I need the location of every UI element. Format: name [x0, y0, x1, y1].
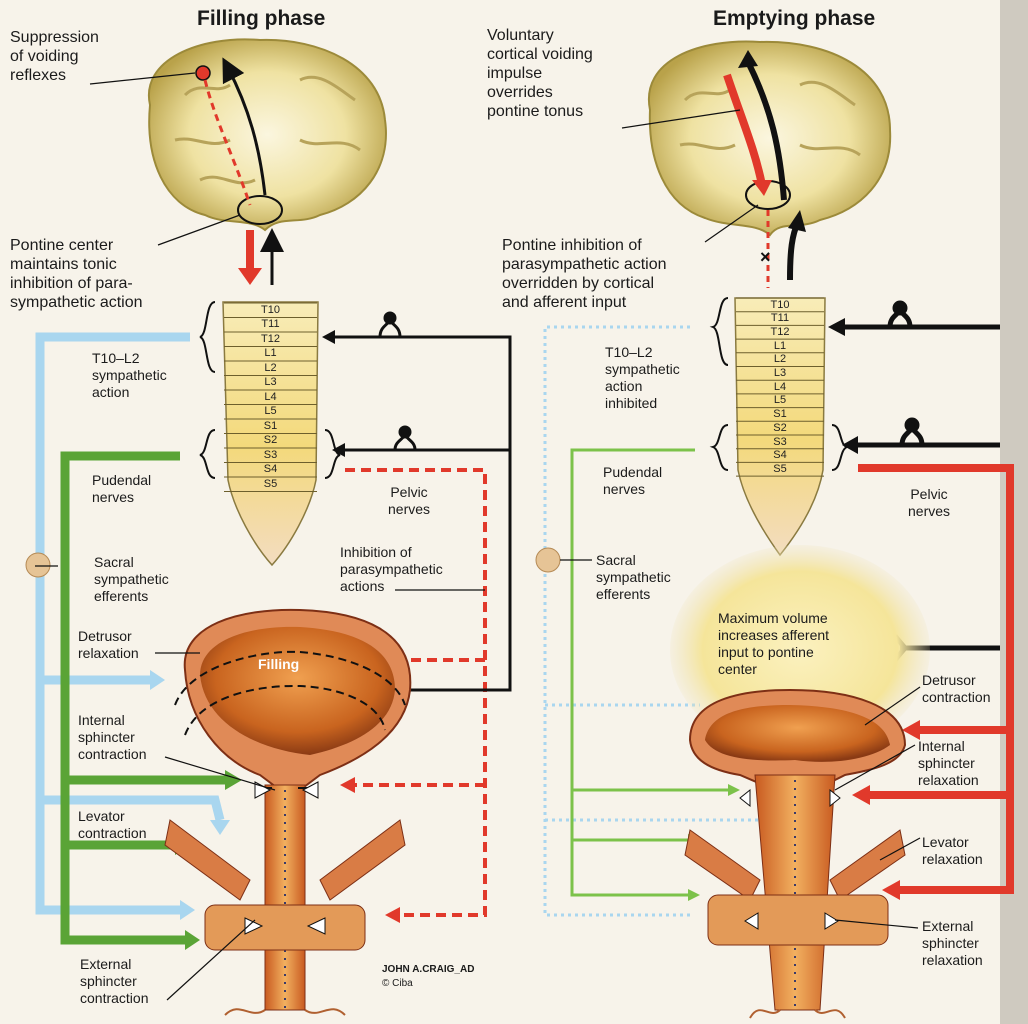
emptying-segment-l5: L5: [736, 394, 824, 407]
emptying-brain: [649, 42, 890, 235]
filling-internal-label: Internal sphincter contraction: [78, 712, 146, 763]
emptying-segment-s4: S4: [736, 449, 824, 462]
emptying-segment-s2: S2: [736, 422, 824, 435]
emptying-segment-l2: L2: [736, 353, 824, 366]
emptying-segment-t12: T12: [736, 326, 824, 339]
emptying-segment-l3: L3: [736, 367, 824, 380]
filling-segment-t12: T12: [224, 333, 317, 346]
emptying-segment-t10: T10: [736, 299, 824, 312]
filling-pontine-label: Pontine center maintains tonic inhibitio…: [10, 236, 143, 312]
inhibition-label: Inhibition of parasympathetic actions: [340, 544, 443, 595]
max-volume-label: Maximum volume increases afferent input …: [718, 610, 829, 678]
emptying-segment-s1: S1: [736, 408, 824, 421]
filling-segment-l5: L5: [224, 405, 317, 418]
filling-levator-label: Levator contraction: [78, 808, 146, 842]
filling-segment-l4: L4: [224, 391, 317, 404]
emptying-pelvic-label: Pelvic nerves: [908, 486, 950, 520]
emptying-segment-l1: L1: [736, 340, 824, 353]
filling-title: Filling phase: [197, 7, 325, 31]
emptying-levator-label: Levator relaxation: [922, 834, 983, 868]
filling-segment-l2: L2: [224, 362, 317, 375]
emptying-segment-t11: T11: [736, 312, 824, 325]
filling-segment-s2: S2: [224, 434, 317, 447]
filling-segment-l1: L1: [224, 347, 317, 360]
filling-sacral-label: Sacral sympathetic efferents: [94, 554, 169, 605]
emptying-title: Emptying phase: [713, 7, 875, 31]
filling-segment-t10: T10: [224, 304, 317, 317]
emptying-pontine-label: Pontine inhibition of parasympathetic ac…: [502, 236, 667, 312]
filling-segment-s5: S5: [224, 478, 317, 491]
filling-detrusor-label: Detrusor relaxation: [78, 628, 139, 662]
emptying-detrusor-label: Detrusor contraction: [922, 672, 990, 706]
filling-external-label: External sphincter contraction: [80, 956, 148, 1007]
filling-brain: [149, 39, 386, 230]
emptying-external-label: External sphincter relaxation: [922, 918, 983, 969]
emptying-sympathetic-label: T10–L2 sympathetic action inhibited: [605, 344, 680, 412]
voluntary-label: Voluntary cortical voiding impulse overr…: [487, 26, 593, 121]
filling-segment-t11: T11: [224, 318, 317, 331]
copyright: © Ciba: [382, 978, 413, 990]
filling-pudendal-label: Pudendal nerves: [92, 472, 151, 506]
svg-text:×: ×: [760, 247, 771, 267]
emptying-segment-s3: S3: [736, 436, 824, 449]
filling-pelvic-label: Pelvic nerves: [388, 484, 430, 518]
emptying-pudendal-label: Pudendal nerves: [603, 464, 662, 498]
emptying-internal-label: Internal sphincter relaxation: [918, 738, 979, 789]
filling-sympathetic-label: T10–L2 sympathetic action: [92, 350, 167, 401]
emptying-segment-s5: S5: [736, 463, 824, 476]
filling-segment-l3: L3: [224, 376, 317, 389]
filling-segment-s3: S3: [224, 449, 317, 462]
emptying-sacral-label: Sacral sympathetic efferents: [596, 552, 671, 603]
signature: JOHN A.CRAIG_AD: [382, 964, 474, 976]
filling-segment-s4: S4: [224, 463, 317, 476]
suppression-dot: [196, 66, 210, 80]
filling-bladder-label: Filling: [258, 656, 299, 672]
emptying-segment-l4: L4: [736, 381, 824, 394]
filling-segment-s1: S1: [224, 420, 317, 433]
suppression-label: Suppression of voiding reflexes: [10, 28, 99, 85]
